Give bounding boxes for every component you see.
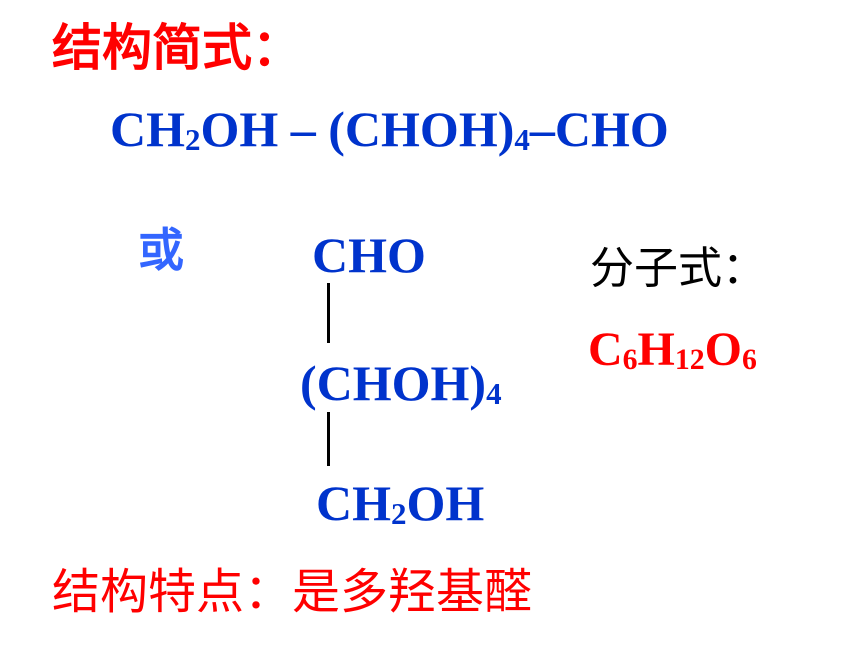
formula-subscript: 4 (486, 375, 502, 411)
molecular-formula: C6H12O6 (588, 322, 757, 377)
formula-subscript: 4 (514, 121, 530, 157)
condensed-formula: CH2OH – (CHOH)4–CHO (110, 100, 669, 158)
formula-part: (CHOH) (300, 355, 487, 411)
molecular-formula-label: 分子式： (590, 243, 766, 294)
vertical-formula-top: CHO (312, 227, 426, 283)
formula-part: –CHO (529, 101, 669, 157)
formula-part: C (588, 323, 623, 376)
formula-part: OH (406, 475, 485, 531)
formula-subscript: 2 (185, 121, 201, 157)
formula-subscript: 6 (622, 342, 638, 376)
page-title: 结构简式： (52, 19, 302, 77)
vertical-formula-bottom: CH2OH (316, 474, 484, 532)
vertical-formula-middle: (CHOH)4 (300, 354, 502, 412)
formula-part: O (704, 323, 742, 376)
formula-subscript: 6 (741, 342, 757, 376)
or-label: 或 (138, 223, 184, 277)
formula-subscript: 2 (391, 495, 407, 531)
formula-subscript: 12 (674, 342, 705, 376)
formula-part: CH (316, 475, 391, 531)
formula-part: H (637, 323, 675, 376)
bond-line-lower (327, 412, 330, 466)
structure-feature: 结构特点：是多羟基醛 (52, 564, 533, 620)
formula-part: OH – (CHOH) (200, 101, 515, 157)
formula-part: CH (110, 101, 185, 157)
bond-line-upper (327, 283, 330, 343)
